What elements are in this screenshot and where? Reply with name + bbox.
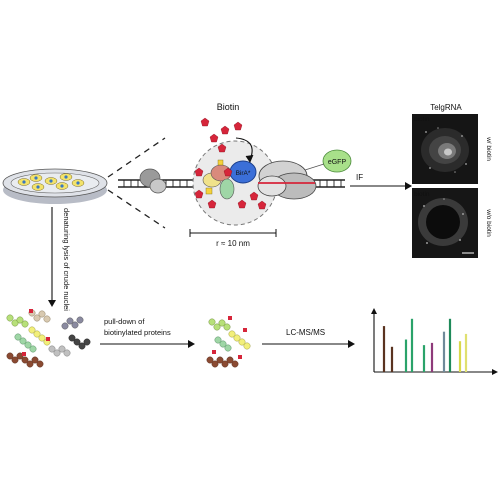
bira-label: BirA* [236, 170, 251, 177]
dcas9-complex [257, 160, 317, 200]
ms-arrow [262, 340, 355, 348]
radius-label: r ≈ 10 nm [216, 239, 250, 248]
grey-protein [139, 168, 167, 194]
mass-spectrum [371, 308, 498, 375]
if-label: IF [356, 173, 363, 182]
panel-1-label: biotin [414, 116, 430, 123]
pulldown-label-line1: pull-down of [104, 317, 145, 326]
lysis-label: denaturing lysis of crude nuclei [62, 208, 71, 311]
green-protein [219, 178, 235, 200]
ms-label: LC-MS/MS [286, 328, 325, 337]
microscopy-title: TelgRNA [430, 103, 462, 112]
panel-2-label: biotin [414, 191, 430, 198]
egfp-tag [322, 149, 352, 173]
microscopy-panel-2 [412, 188, 478, 258]
pulldown-label-line2: biotinylated proteins [104, 328, 171, 337]
microscopy-panel-1 [412, 114, 478, 184]
protein-mixture [6, 309, 91, 368]
pulldown-arrow [100, 340, 195, 348]
biotin-molecules [194, 117, 267, 210]
biotin-label: Biotin [217, 102, 240, 112]
if-arrow [350, 182, 412, 190]
panel-2-side-label: w/o biotin [485, 208, 492, 237]
culture-dish [2, 168, 108, 204]
radius-scale [189, 229, 277, 237]
panel-1-side-label: w/ biotin [485, 136, 492, 161]
biotinylated-proteins [206, 316, 251, 368]
zoom-lines [107, 137, 166, 229]
proximity-scheme: BirA* eGFP Biotin [118, 102, 352, 248]
lysis-arrow [48, 207, 56, 307]
egfp-label: eGFP [328, 159, 347, 166]
